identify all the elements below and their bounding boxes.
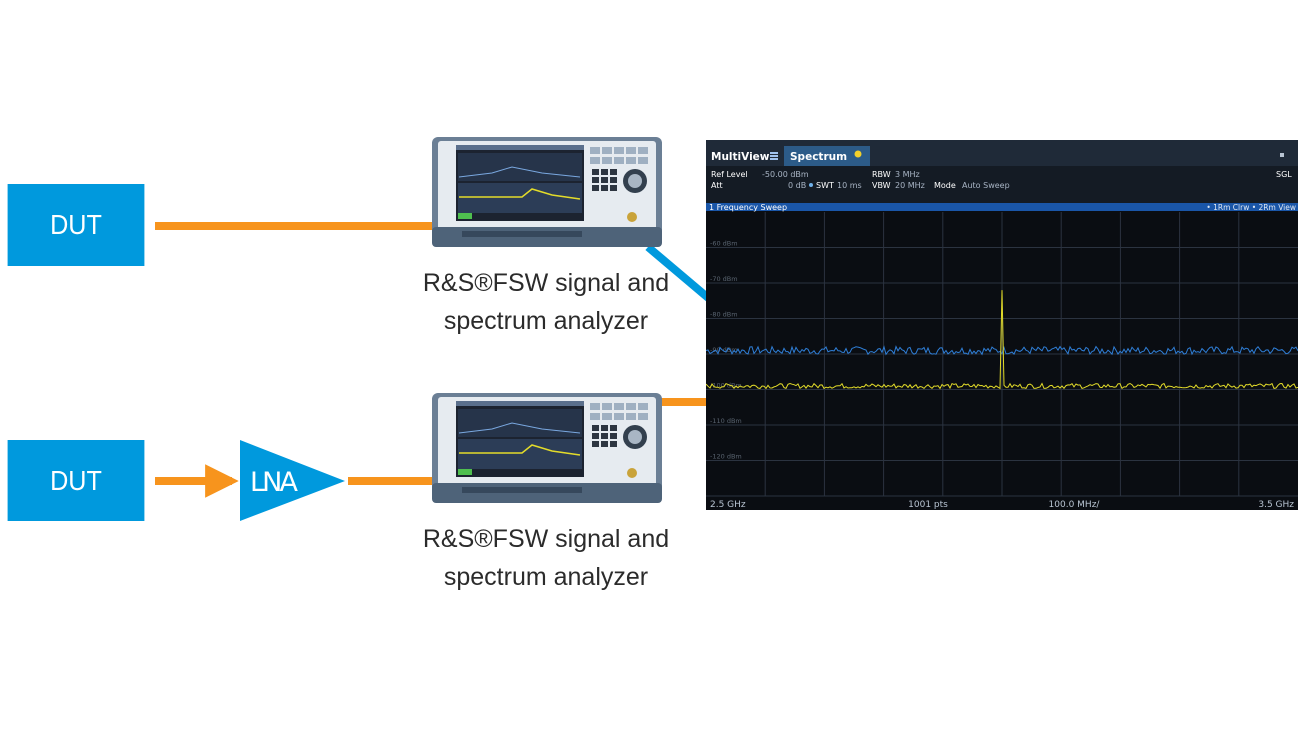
footer-stop-frequency: 3.5 GHz <box>1258 500 1294 510</box>
tab-multiview-label: MultiView <box>711 151 770 163</box>
caption-top-line1: R&S®FSW signal and <box>422 269 670 297</box>
spectrum-screen: MultiView Spectrum Ref Level -50.00 dBm … <box>706 140 1298 510</box>
vbw-label: VBW <box>872 181 891 190</box>
trace-legend: • 1Rm Clrw • 2Rm View <box>1206 203 1296 212</box>
trace-1-blue <box>706 345 1298 356</box>
y-tick-label: -90 dBm <box>710 346 738 354</box>
window-title: 1 Frequency Sweep <box>709 203 787 212</box>
tab-spectrum[interactable] <box>784 146 870 166</box>
footer-points: 1001 pts <box>908 500 948 510</box>
y-tick-label: -60 dBm <box>710 240 738 248</box>
y-axis-ticks: -60 dBm -70 dBm -80 dBm -90 dBm -100 dBm -110… <box>710 240 742 461</box>
caption-bottom-line1: R&S®FSW signal and <box>422 525 670 553</box>
footer-start-frequency: 2.5 GHz <box>710 500 746 510</box>
dut-block-bottom: DUT <box>7 440 145 521</box>
y-tick-label: -120 dBm <box>710 453 742 461</box>
analyzer-caption-top: R&S®FSW signal and spectrum analyzer <box>406 264 686 340</box>
swt-coupled-icon <box>809 183 813 187</box>
tab-multiview[interactable] <box>706 146 782 166</box>
footer-span: 100.0 MHz/ <box>1049 500 1101 510</box>
caption-top-line2: spectrum analyzer <box>443 307 649 335</box>
trace-2-yellow <box>706 290 1298 390</box>
swt-label: SWT <box>816 181 834 190</box>
dut-label-bottom: DUT <box>50 464 102 496</box>
dut-block-top: DUT <box>7 184 145 266</box>
rbw-value: 3 MHz <box>895 170 920 179</box>
att-value: 0 dB <box>788 181 806 190</box>
analyzer-top-image <box>432 137 662 247</box>
sweep-mode-badge: SGL <box>1276 170 1292 179</box>
spectrum-status-icon <box>854 150 862 158</box>
swt-value: 10 ms <box>837 181 862 190</box>
caption-bottom-line2: spectrum analyzer <box>443 563 649 591</box>
tab-spectrum-label: Spectrum <box>790 151 847 163</box>
mode-label: Mode <box>934 181 956 190</box>
dut-label-top: DUT <box>50 209 102 240</box>
analyzer-bottom-image <box>432 393 662 503</box>
lna-label: LNA <box>250 467 299 498</box>
y-tick-label: -70 dBm <box>710 275 738 283</box>
tab-bar-dropdown-icon[interactable] <box>1280 153 1284 157</box>
vbw-value: 20 MHz <box>895 181 925 190</box>
y-tick-label: -100 dBm <box>710 382 742 390</box>
ref-level-label: Ref Level <box>711 170 748 179</box>
mode-value: Auto Sweep <box>962 181 1010 190</box>
att-label: Att <box>711 181 723 190</box>
analyzer-caption-bottom: R&S®FSW signal and spectrum analyzer <box>406 520 686 596</box>
ref-level-value: -50.00 dBm <box>762 170 809 179</box>
y-tick-label: -110 dBm <box>710 417 742 425</box>
lna-amplifier-shape <box>240 440 345 521</box>
multiview-icon <box>770 152 778 160</box>
rbw-label: RBW <box>872 170 891 179</box>
y-tick-label: -80 dBm <box>710 311 738 319</box>
